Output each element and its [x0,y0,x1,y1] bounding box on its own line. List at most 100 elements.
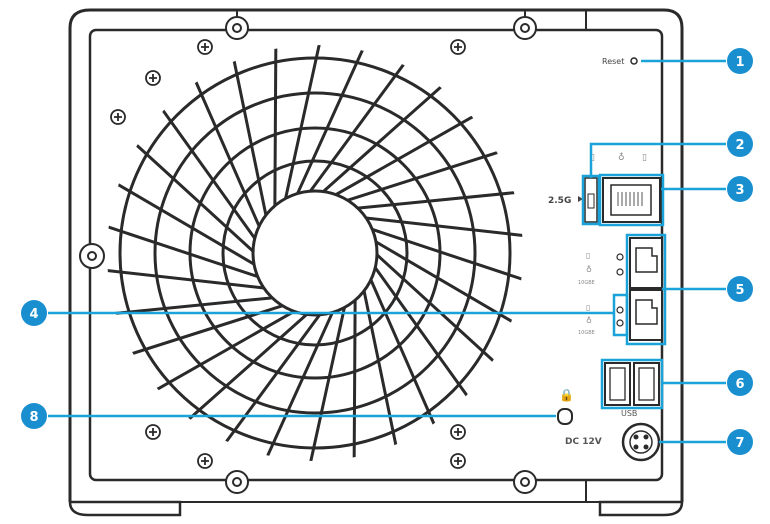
svg-text:4: 4 [29,307,38,322]
speed-arrow-icon [578,196,583,202]
fan-screw-1 [197,39,213,55]
network-icon-10g-1: ♁ [586,265,592,274]
bracket-4 [612,293,629,337]
callout-7: 7 [727,429,753,455]
fan-spoke [130,139,257,255]
fan-screw-8 [450,453,466,469]
fan-spoke [307,58,409,195]
bracket-3 [598,173,665,227]
fan-spoke [352,297,357,461]
led-10g-2b [616,319,624,327]
kensington-slot[interactable] [557,408,573,425]
poe-label-1: 10GBE [578,280,595,286]
power-connector[interactable] [621,422,661,462]
fan-spoke [157,104,258,242]
led-icon-2: ▯ [642,153,647,163]
speed-label: 2.5G [548,196,571,206]
fan-spoke [263,309,335,461]
fan-spoke [372,239,519,327]
fan-spoke [372,264,473,402]
fan-spoke [107,223,261,279]
fan-spoke [107,268,267,290]
svg-text:8: 8 [29,410,38,425]
status-led-2p5g-inner [587,193,595,209]
screw-bottom-right [513,470,537,494]
chassis-outer [68,8,684,502]
callout-8: 8 [21,403,47,429]
ethernet-port-10g-2[interactable] [629,289,663,341]
fan-spoke [355,190,522,210]
fan-spoke [231,54,268,219]
fan-spoke [108,296,275,316]
led-10g-1a [616,253,624,261]
led-10g-2a [616,306,624,314]
led-icon-10g-2: ▯ [586,303,590,312]
screw-left [79,243,105,269]
power-label: DC 12V [565,437,602,447]
fan-screw-4 [110,109,126,125]
callout-5: 5 [727,276,753,302]
callout-3: 3 [727,176,753,202]
fan-screw-6 [450,424,466,440]
network-icon-10g-2: ♁ [586,316,592,325]
fan-spoke [273,45,278,209]
led-icon-1: ▯ [590,153,595,163]
fan-screw-2 [450,39,466,55]
led-icon-10g-1: ▯ [586,251,590,260]
callout-1: 1 [727,48,753,74]
chassis-foot-right [598,500,684,517]
callout-6: 6 [727,370,753,396]
leader-2 [589,142,726,178]
svg-text:3: 3 [735,183,744,198]
svg-text:5: 5 [735,283,744,298]
fan-spoke [362,287,399,452]
callouts: 1 2 3 4 5 6 7 8 [21,48,753,455]
fan-spoke [307,304,347,461]
fan-spoke [295,45,367,197]
screw-bottom-left [225,470,249,494]
fan-spoke [111,179,258,267]
ethernet-port-10g-1[interactable] [629,237,663,289]
network-icon: ♁ [618,152,625,163]
usb-port-2[interactable] [633,362,660,406]
reset-label: Reset [602,57,624,66]
bracket-5 [625,233,667,346]
fan-grille-rings [118,56,512,450]
svg-text:6: 6 [735,377,744,392]
fan-screw-3 [145,70,161,86]
callout-2: 2 [727,131,753,157]
fan-spoke [283,45,323,202]
usb-label: USB [621,409,637,418]
bracket-6 [600,358,664,410]
fan-spoke [373,251,500,367]
svg-text:7: 7 [735,436,744,451]
fan-hub [251,189,379,317]
fan-spoke [320,81,447,195]
poe-label-2: 10GBE [578,330,595,336]
usb-port-1[interactable] [604,362,631,406]
screw-top-left [225,10,249,40]
fan-spoke [368,276,439,431]
lock-icon: 🔒 [559,388,574,402]
reset-button[interactable] [630,57,638,65]
fan-spoke [221,311,323,448]
screw-top-right [513,10,537,40]
callout-4: 4 [21,300,47,326]
svg-text:1: 1 [735,55,744,70]
chassis-foot-left [68,500,182,517]
fan-spoke [369,227,523,283]
fan-spoke [183,311,310,425]
fan-screw-5 [145,424,161,440]
svg-text:2: 2 [735,138,744,153]
ethernet-port-2p5g[interactable] [602,177,661,223]
fan-spoke [332,112,480,198]
fan-spoke [150,308,298,394]
fan-spoke [344,149,505,203]
led-10g-1b [616,268,624,276]
fan-grille [107,45,523,461]
leader-lines [48,59,726,444]
fan-grille-spokes [107,45,523,461]
fan-screw-7 [197,453,213,469]
